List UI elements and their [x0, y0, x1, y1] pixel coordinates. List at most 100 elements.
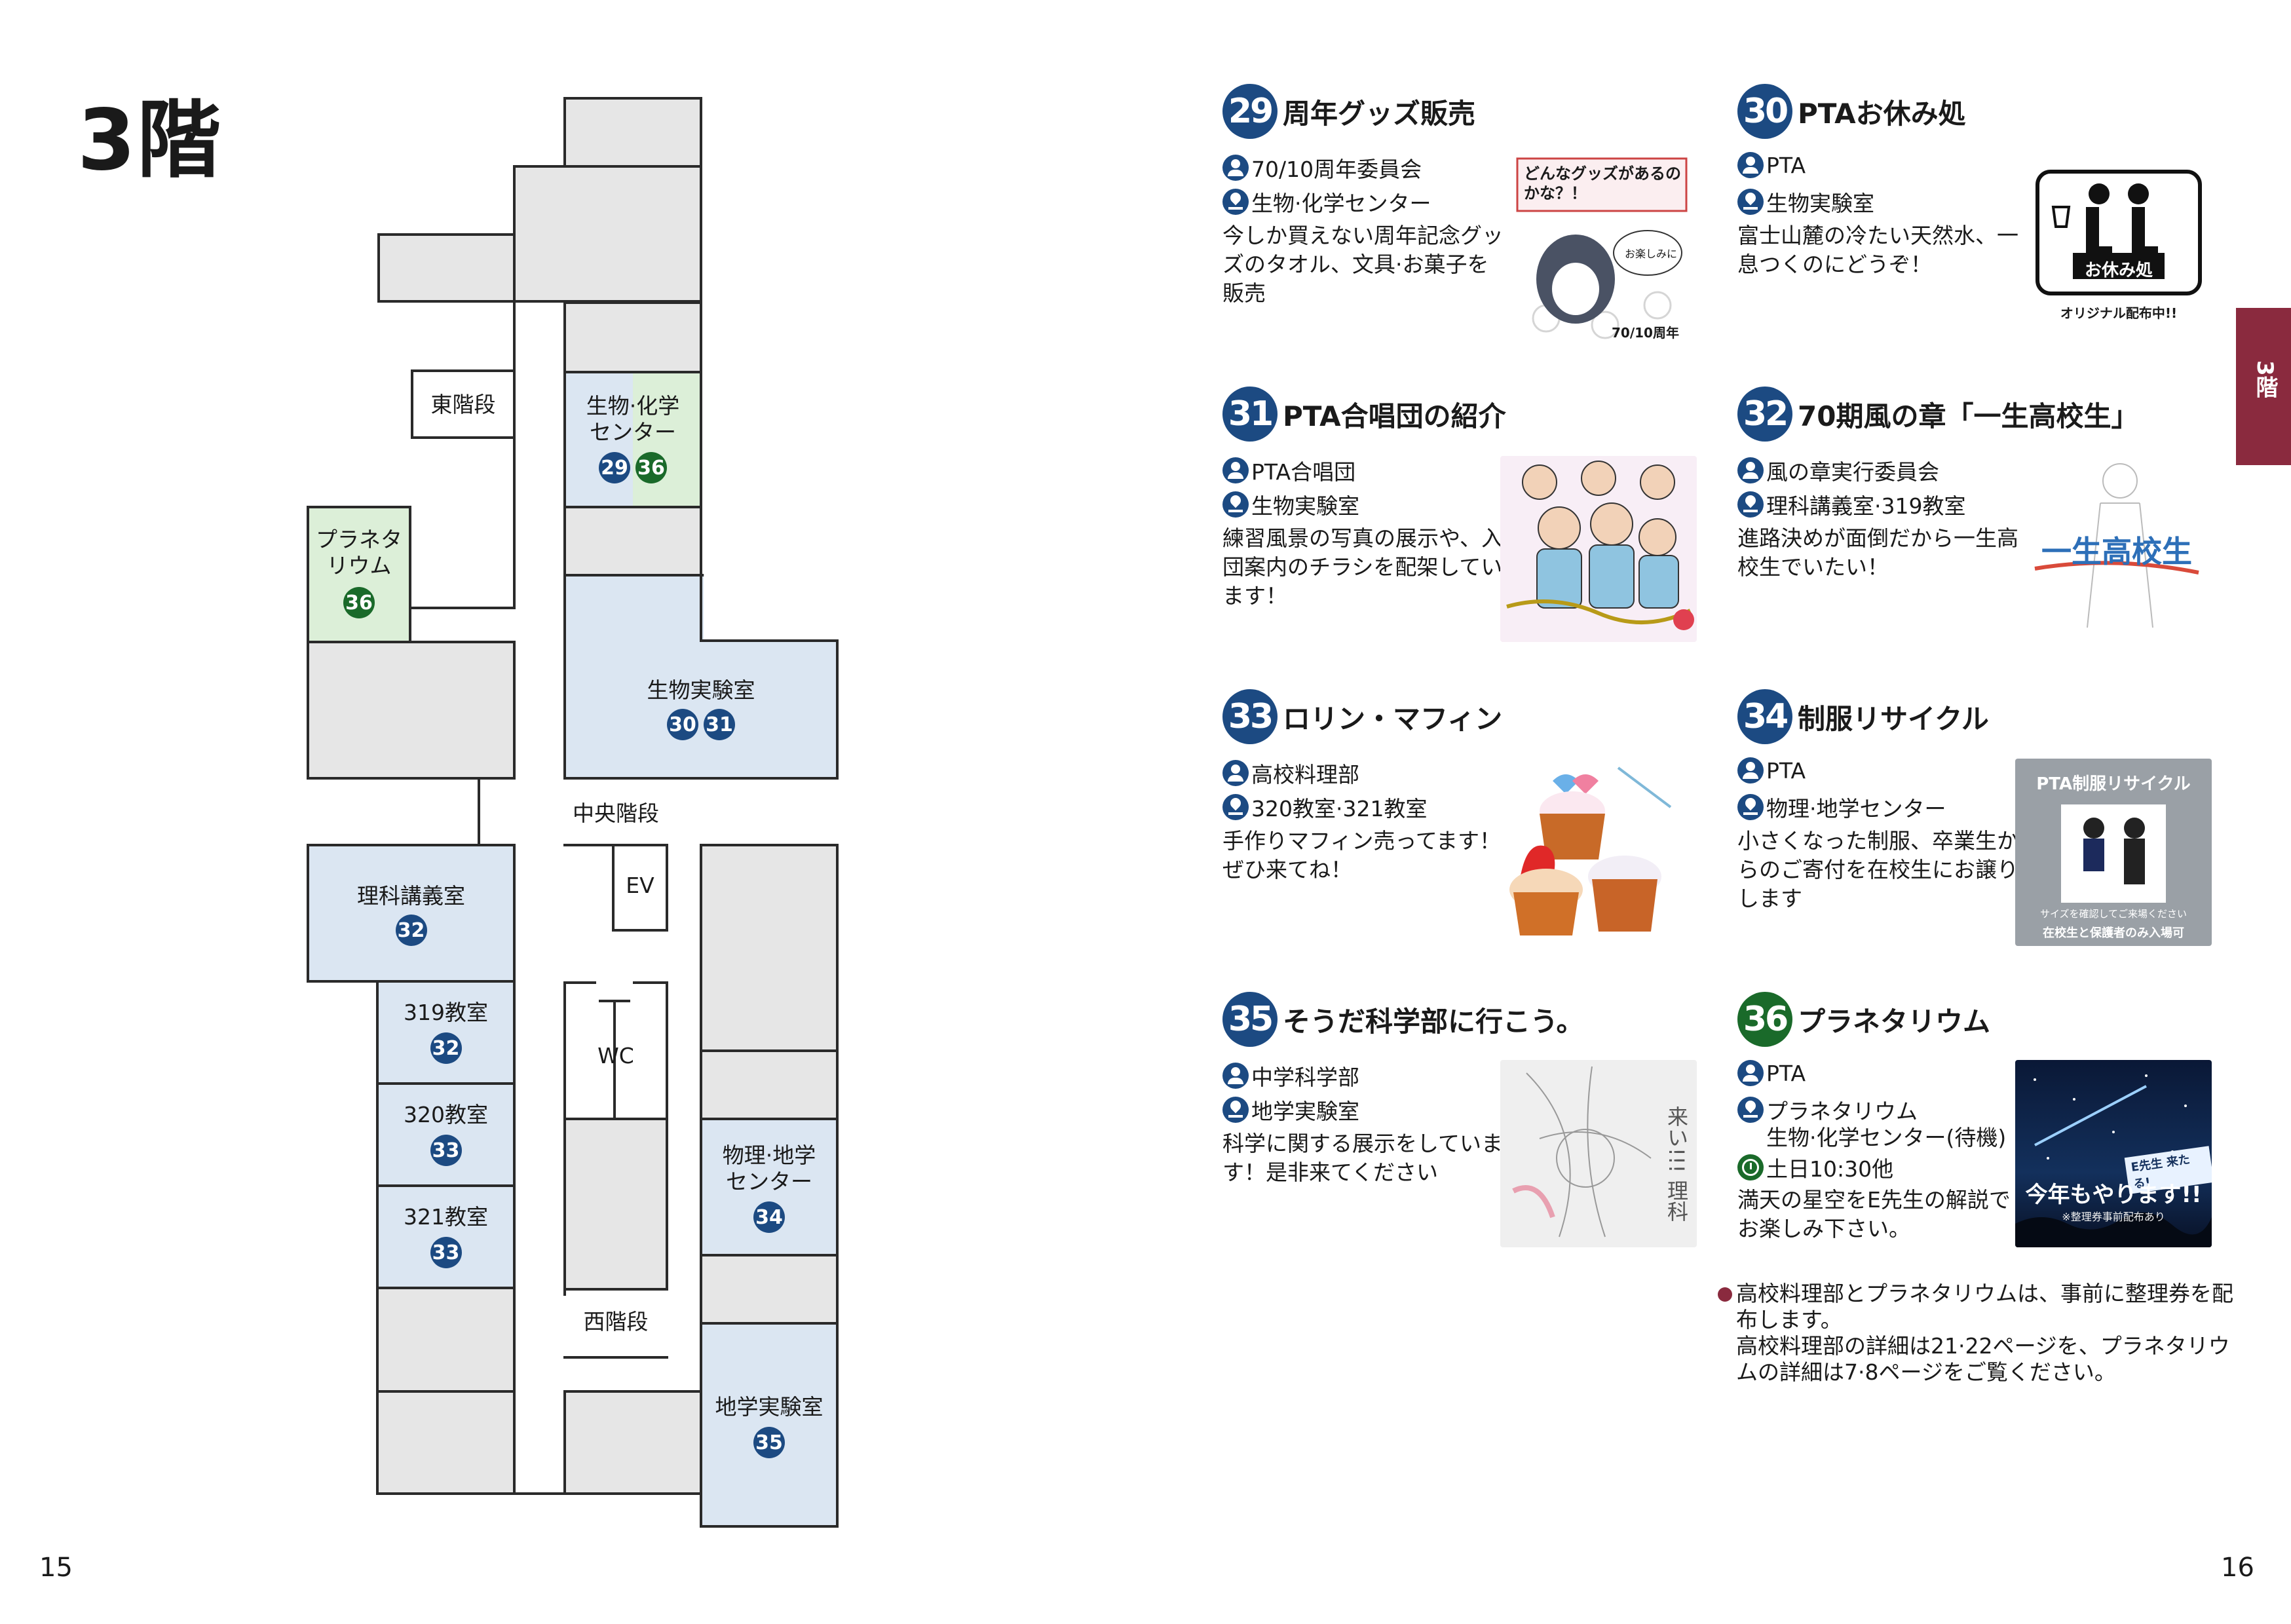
item-title: 70期風の章「一生高校生」 [1798, 400, 2139, 432]
bottom-wall [513, 1492, 566, 1495]
item-number: 35 [1222, 992, 1278, 1047]
room-top-c [377, 233, 516, 303]
room-left-a [307, 641, 516, 780]
location-pin-icon [1222, 491, 1249, 518]
location-pin-icon [1737, 491, 1764, 518]
east-stairs-label: 東階段 [430, 392, 496, 417]
group-icon [1737, 152, 1764, 178]
elevator: EV [612, 844, 668, 932]
item-org: PTA [1766, 1060, 1806, 1086]
location-pin-icon [1737, 189, 1764, 215]
room-mid-a [563, 506, 702, 576]
room-mid-b [563, 1118, 668, 1291]
page-number-right: 16 [2221, 1553, 2254, 1583]
item-place: 理科講義室·319教室 [1766, 493, 1966, 519]
room-320-label: 320教室 [404, 1102, 488, 1127]
corridor-wall-1 [513, 301, 516, 609]
room-left-b [376, 1287, 516, 1393]
room-top-d [563, 301, 702, 373]
reservation-note: 高校料理部とプラネタリウムは、事前に整理券を配布します。 高校料理部の詳細は21… [1718, 1281, 2234, 1386]
bio-chem-center-label: 生物·化学 センター [586, 393, 680, 445]
item-org: PTA [1766, 757, 1806, 784]
connector-wall [478, 777, 480, 846]
page-title: 3階 [77, 92, 223, 189]
badge-33-320: 33 [430, 1135, 462, 1166]
room-319-label: 319教室 [404, 1000, 488, 1025]
physics-earth-label: 物理·地学 センター [722, 1142, 816, 1194]
item-number: 34 [1737, 689, 1792, 744]
rest-sign-caption: オリジナル配布中!! [2060, 305, 2178, 321]
bio-lab-wall-3 [836, 639, 839, 780]
earth-science-lab: 地学実験室 35 [700, 1322, 839, 1528]
room-319: 319教室 32 [376, 980, 516, 1085]
uniform-poster-foot: 在校生と保護者のみ入場可 [2043, 926, 2184, 940]
item-place: プラネタリウム [1766, 1099, 1918, 1124]
location-pin-icon [1737, 794, 1764, 820]
group-icon [1222, 155, 1249, 181]
item-number: 30 [1737, 84, 1792, 139]
wc-label: WC [597, 1043, 634, 1068]
earth-science-label: 地学実験室 [715, 1394, 824, 1420]
kaze-no-sho-poster: 一生高校生 [2028, 457, 2205, 641]
science-lecture-room: 理科講義室 32 [307, 844, 516, 983]
group-icon [1737, 457, 1764, 483]
elevator-label: EV [626, 873, 654, 898]
uniform-recycle-poster: PTA制服リサイクル サイズを確認してご来場ください 在校生と保護者のみ入場可 [2015, 759, 2212, 946]
planetarium-poster: E先生 来たる! 今年もやります!! ※整理券事前配布あり [2015, 1060, 2212, 1247]
bio-chem-center: 生物·化学 センター 29 36 [563, 371, 702, 508]
item-org: 中学科学部 [1251, 1065, 1359, 1090]
note-bullet-icon [1718, 1287, 1732, 1302]
item-org: PTA合唱団 [1251, 459, 1356, 485]
wc-wall-d [666, 981, 668, 1119]
room-top-b [513, 165, 702, 303]
group-icon [1737, 757, 1764, 784]
room-321: 321教室 33 [376, 1184, 516, 1289]
badge-30: 30 [667, 709, 698, 740]
room-mid-c [563, 1390, 704, 1495]
bio-lab-wall-1 [700, 574, 702, 642]
page-number-left: 15 [39, 1553, 73, 1583]
item-desc: 富士山麓の冷たい天然水、一息つくのにどうぞ！ [1737, 223, 2018, 277]
item-desc: 科学に関する展示をしています！是非来てください [1222, 1131, 1504, 1185]
location-pin-icon [1222, 794, 1249, 820]
planetarium-big-text: 今年もやります!! [2025, 1182, 2202, 1208]
item-place: 地学実験室 [1251, 1099, 1359, 1124]
item-desc: 満天の星空をE先生の解説でお楽しみ下さい。 [1737, 1187, 2011, 1241]
item-title: 制服リサイクル [1798, 702, 1989, 735]
location-pin-icon [1222, 1097, 1249, 1123]
uniform-poster-title: PTA制服リサイクル [2036, 774, 2191, 794]
item-desc: 小さくなった制服、卒業生からのご寄付を在校生にお譲りします [1737, 828, 2018, 911]
item-place: 生物実験室 [1766, 191, 1874, 216]
item-desc: 練習風景の写真の展示や、入団案内のチラシを配架しています！ [1222, 525, 1504, 609]
item-title: プラネタリウム [1798, 1005, 1991, 1038]
goods-illustration: どんなグッズがあるのかな？！ お楽しみに 70/10周年 [1513, 155, 1690, 345]
item-number: 33 [1222, 689, 1278, 744]
item-org: 70/10周年委員会 [1251, 157, 1422, 182]
bio-lab-wall-2 [700, 639, 839, 642]
item-place: 生物実験室 [1251, 493, 1359, 519]
wc-wall-b [563, 981, 596, 984]
west-stairs-label: 西階段 [583, 1309, 649, 1334]
floor-side-tab-label: 3階 [2252, 360, 2278, 398]
badge-32-319: 32 [430, 1032, 462, 1064]
room-left-c [376, 1390, 516, 1495]
badge-29: 29 [599, 452, 630, 483]
muffin-illustration [1500, 755, 1697, 946]
item-time: 土日10:30他 [1766, 1156, 1894, 1182]
group-icon [1222, 1063, 1249, 1089]
item-title: PTA合唱団の紹介 [1283, 400, 1506, 432]
item-org: PTA [1766, 152, 1806, 178]
choir-illustration [1500, 456, 1697, 642]
item-title: ロリン・マフィン [1283, 702, 1503, 735]
physics-earth-center: 物理·地学 センター 34 [700, 1118, 839, 1256]
wc-wall-f [613, 1000, 616, 1118]
note-text: 高校料理部とプラネタリウムは、事前に整理券を配布します。 高校料理部の詳細は21… [1736, 1281, 2233, 1385]
science-lecture-label: 理科講義室 [357, 883, 465, 909]
clock-icon [1737, 1154, 1764, 1180]
